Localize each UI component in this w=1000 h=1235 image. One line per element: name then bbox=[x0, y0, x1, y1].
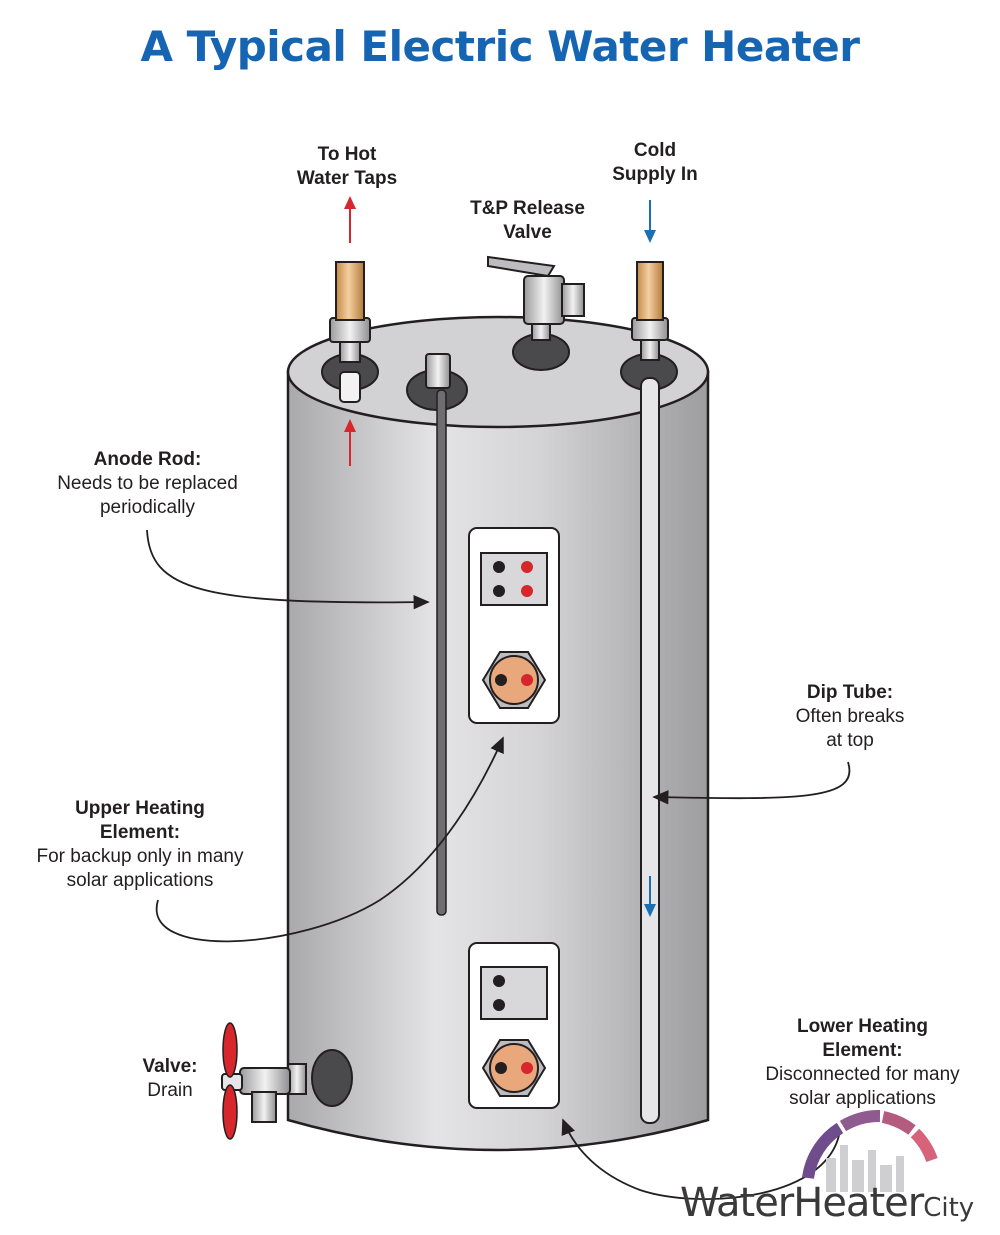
logo-skyline-icon bbox=[802, 1110, 938, 1192]
lower-element-label: Lower Heating Element: Disconnected for … bbox=[765, 1016, 960, 1109]
drain-valve-label: Valve: Drain bbox=[142, 1056, 198, 1101]
anode-rod bbox=[406, 353, 468, 916]
cold-water-arrow-icon bbox=[644, 200, 656, 917]
lower-heating-element-panel bbox=[468, 942, 560, 1109]
hot-water-arrow-icon bbox=[344, 196, 356, 466]
page-title: A Typical Electric Water Heater bbox=[140, 22, 860, 71]
drain-valve-handle-icon bbox=[222, 1022, 238, 1140]
upper-heating-element-panel bbox=[468, 527, 560, 724]
logo-suffix-text: City bbox=[923, 1193, 975, 1223]
upper-element-label: Upper Heating Element: For backup only i… bbox=[36, 798, 244, 891]
anode-rod-label: Anode Rod: Needs to be replaced periodic… bbox=[57, 449, 238, 518]
cold-inlet-fitting bbox=[620, 261, 678, 391]
logo: WaterHeaterCity bbox=[680, 1180, 974, 1226]
hot-outlet-fitting bbox=[321, 261, 379, 403]
logo-main-text: WaterHeater bbox=[680, 1180, 924, 1226]
tank-body bbox=[286, 315, 710, 1152]
dip-tube bbox=[640, 377, 660, 1124]
tp-release-valve bbox=[487, 255, 585, 371]
dip-tube-label: Dip Tube: Often breaks at top bbox=[795, 682, 905, 751]
